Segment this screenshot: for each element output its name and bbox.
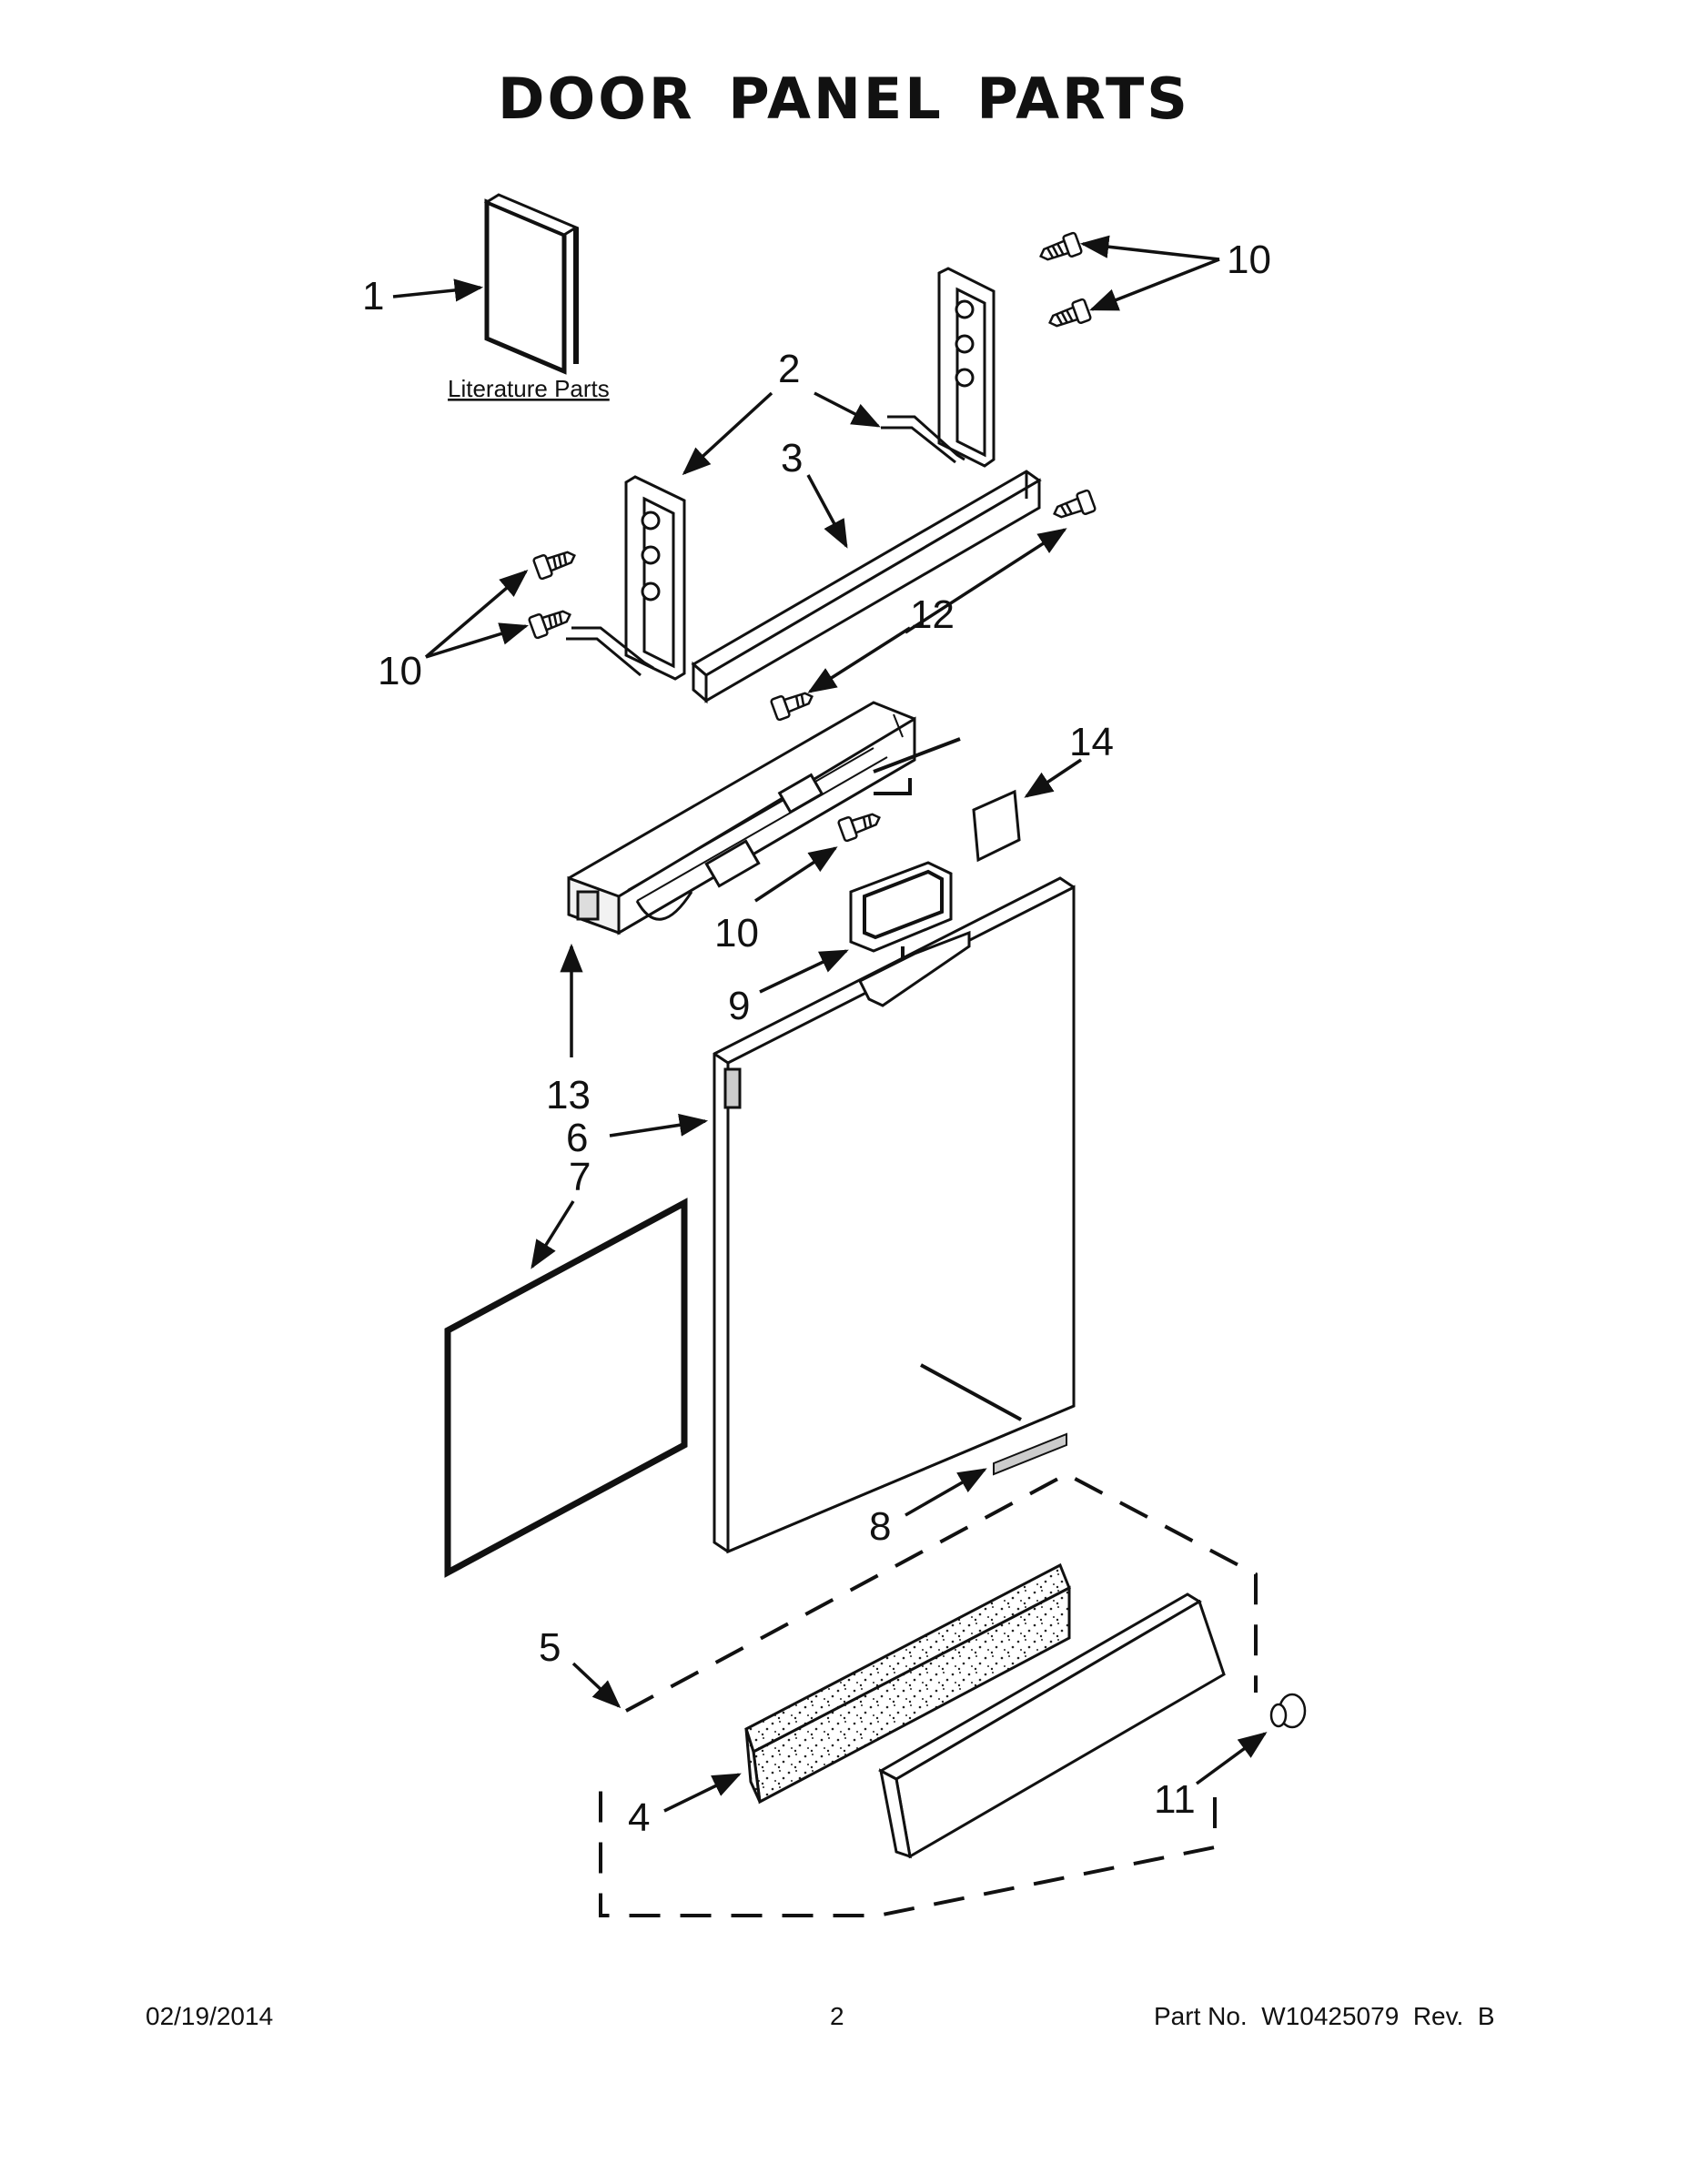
outer-door-panel-part: [713, 876, 1076, 1554]
callout-6: 6: [566, 1116, 588, 1160]
callout-1: 1: [362, 274, 384, 318]
leader-lines: [392, 235, 1268, 1813]
callout-10: 10: [378, 649, 422, 693]
toe-plate-part: [877, 1592, 1226, 1859]
callout-3: 3: [781, 436, 803, 480]
callout-4: 4: [628, 1795, 650, 1840]
callout-13: 13: [546, 1073, 591, 1117]
knob-screw-icon: [1269, 1693, 1307, 1729]
logo-badge-part: [993, 1432, 1067, 1476]
callout-12: 12: [910, 592, 955, 637]
support-rail-part: [691, 470, 1042, 704]
literature-book-part: [483, 193, 580, 375]
callout-2: 2: [778, 347, 800, 391]
callout-8: 8: [869, 1504, 891, 1549]
callout-7: 7: [569, 1155, 591, 1199]
door-bracket-right: [881, 267, 996, 468]
screw-icon: [528, 231, 1092, 843]
screw-icon: [770, 489, 1097, 722]
insulation-block-part: [744, 1562, 1071, 1805]
square-pad-part: [972, 789, 1021, 863]
latch-assembly-part: [567, 701, 961, 935]
footer-page-number: 2: [830, 2002, 844, 2030]
footer-part-number: Part No. W10425079 Rev. B: [1154, 2002, 1495, 2030]
callout-9: 9: [728, 984, 750, 1028]
kit-outline: [599, 1471, 1258, 1917]
door-gasket-part: [444, 1198, 688, 1578]
door-bracket-left: [566, 475, 686, 681]
callout-10: 10: [1227, 238, 1271, 282]
door-handle-part: [849, 861, 953, 987]
footer-date: 02/19/2014: [146, 2002, 274, 2030]
callout-5: 5: [539, 1625, 561, 1670]
callout-labels: 1 2 3 4 5 6 7 8 9 10 10 10 11 12 13 14: [362, 238, 1271, 1840]
page-title: DOOR PANEL PARTS: [498, 66, 1190, 132]
callout-10: 10: [714, 911, 759, 956]
callout-14: 14: [1069, 720, 1114, 764]
callout-11: 11: [1154, 1777, 1196, 1822]
literature-parts-label: Literature Parts: [448, 375, 610, 402]
